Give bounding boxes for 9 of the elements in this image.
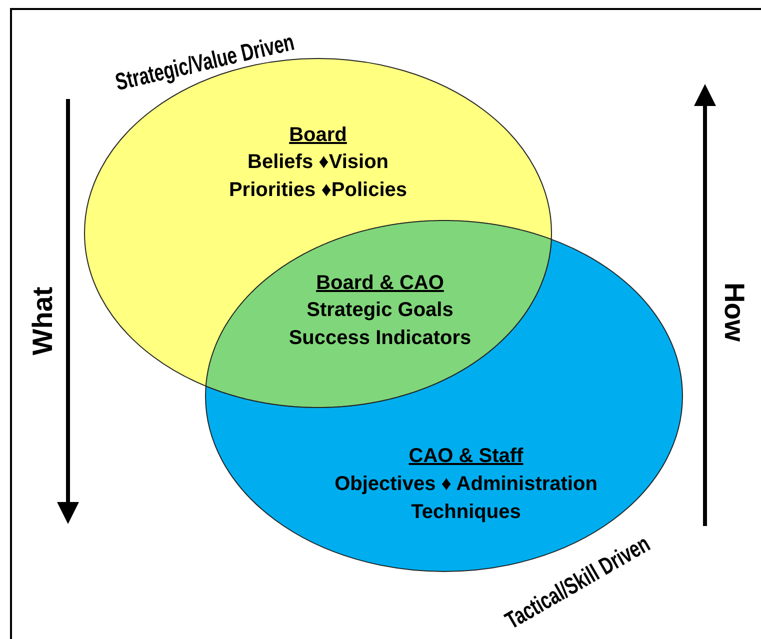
axis-label: Strategic/Value Driven (112, 28, 298, 98)
circle-text: Strategic Goals Success Indicators (288, 298, 472, 351)
axis-label: How (718, 282, 750, 342)
circle-heading: Board & CAO (316, 271, 444, 296)
axis-label: What (27, 286, 59, 356)
circle-text: Beliefs ♦Vision Priorities ♦Policies (228, 150, 408, 203)
circle-heading: CAO & Staff (408, 444, 524, 469)
circle-text: Objectives ♦ Administration Techniques (334, 472, 598, 525)
circle-heading: Board (289, 123, 347, 148)
